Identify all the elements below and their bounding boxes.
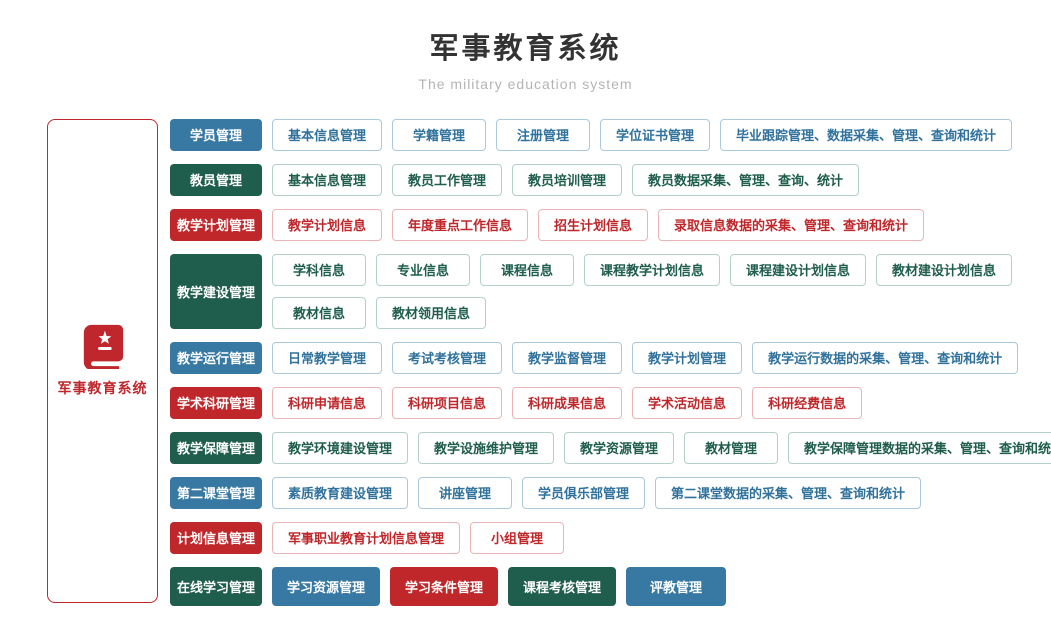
- module-item-button[interactable]: 基本信息管理: [272, 118, 383, 151]
- category-row: 教学建设管理学科信息专业信息课程信息课程教学计划信息课程建设计划信息教材建设计划…: [170, 253, 1051, 329]
- category-button[interactable]: 计划信息管理: [170, 521, 262, 554]
- module-item-button[interactable]: 素质教育建设管理: [272, 476, 409, 509]
- category-item-lines: 基本信息管理学籍管理注册管理学位证书管理毕业跟踪管理、数据采集、管理、查询和统计: [272, 118, 1013, 151]
- module-item-button[interactable]: 讲座管理: [418, 476, 513, 509]
- category-item-lines: 学科信息专业信息课程信息课程教学计划信息课程建设计划信息教材建设计划信息教材信息…: [272, 253, 1013, 329]
- module-item-button[interactable]: 教材信息: [272, 296, 366, 329]
- module-item-button[interactable]: 军事职业教育计划信息管理: [272, 521, 461, 554]
- category-row: 计划信息管理军事职业教育计划信息管理小组管理: [170, 521, 1051, 554]
- item-line: 学科信息专业信息课程信息课程教学计划信息课程建设计划信息教材建设计划信息: [272, 253, 1013, 286]
- module-item-button[interactable]: 基本信息管理: [272, 163, 383, 196]
- category-item-lines: 教学计划信息年度重点工作信息招生计划信息录取信息数据的采集、管理、查询和统计: [272, 208, 925, 241]
- item-line: 教学环境建设管理教学设施维护管理教学资源管理教材管理教学保障管理数据的采集、管理…: [272, 431, 1051, 464]
- module-item-button[interactable]: 评教管理: [626, 566, 727, 606]
- book-star-icon: [83, 325, 123, 370]
- module-item-button[interactable]: 学位证书管理: [600, 118, 711, 151]
- module-item-button[interactable]: 教学监督管理: [512, 341, 623, 374]
- category-button[interactable]: 教学运行管理: [170, 341, 262, 374]
- module-item-button[interactable]: 考试考核管理: [392, 341, 503, 374]
- module-item-button[interactable]: 课程信息: [480, 253, 574, 286]
- module-item-button[interactable]: 教学资源管理: [564, 431, 675, 464]
- module-item-button[interactable]: 注册管理: [496, 118, 591, 151]
- category-row: 教学保障管理教学环境建设管理教学设施维护管理教学资源管理教材管理教学保障管理数据…: [170, 431, 1051, 464]
- category-row: 教学运行管理日常教学管理考试考核管理教学监督管理教学计划管理教学运行数据的采集、…: [170, 341, 1051, 374]
- category-row: 学员管理基本信息管理学籍管理注册管理学位证书管理毕业跟踪管理、数据采集、管理、查…: [170, 118, 1051, 151]
- category-item-lines: 教学环境建设管理教学设施维护管理教学资源管理教材管理教学保障管理数据的采集、管理…: [272, 431, 1051, 464]
- module-item-button[interactable]: 教材管理: [684, 431, 779, 464]
- category-button[interactable]: 教员管理: [170, 163, 262, 196]
- item-line: 基本信息管理教员工作管理教员培训管理教员数据采集、管理、查询、统计: [272, 163, 860, 196]
- item-line: 军事职业教育计划信息管理小组管理: [272, 521, 565, 554]
- module-item-button[interactable]: 教学设施维护管理: [418, 431, 555, 464]
- module-item-button[interactable]: 毕业跟踪管理、数据采集、管理、查询和统计: [720, 118, 1013, 151]
- module-item-button[interactable]: 招生计划信息: [538, 208, 649, 241]
- category-row: 第二课堂管理素质教育建设管理讲座管理学员俱乐部管理第二课堂数据的采集、管理、查询…: [170, 476, 1051, 509]
- module-item-button[interactable]: 教学计划管理: [632, 341, 743, 374]
- module-item-button[interactable]: 录取信息数据的采集、管理、查询和统计: [658, 208, 925, 241]
- category-item-lines: 基本信息管理教员工作管理教员培训管理教员数据采集、管理、查询、统计: [272, 163, 860, 196]
- diagram-area: 军事教育系统 学员管理基本信息管理学籍管理注册管理学位证书管理毕业跟踪管理、数据…: [47, 118, 1051, 606]
- category-item-lines: 科研申请信息科研项目信息科研成果信息学术活动信息科研经费信息: [272, 386, 863, 419]
- module-item-button[interactable]: 教材领用信息: [376, 296, 487, 329]
- module-item-button[interactable]: 科研项目信息: [392, 386, 503, 419]
- module-item-button[interactable]: 学员俱乐部管理: [522, 476, 646, 509]
- module-item-button[interactable]: 学习资源管理: [272, 566, 381, 606]
- category-button[interactable]: 第二课堂管理: [170, 476, 262, 509]
- root-system-card: 军事教育系统: [47, 118, 158, 603]
- module-item-button[interactable]: 小组管理: [470, 521, 565, 554]
- category-rows: 学员管理基本信息管理学籍管理注册管理学位证书管理毕业跟踪管理、数据采集、管理、查…: [170, 118, 1051, 606]
- item-line: 科研申请信息科研项目信息科研成果信息学术活动信息科研经费信息: [272, 386, 863, 419]
- item-line: 素质教育建设管理讲座管理学员俱乐部管理第二课堂数据的采集、管理、查询和统计: [272, 476, 922, 509]
- module-item-button[interactable]: 教学保障管理数据的采集、管理、查询和统计: [788, 431, 1051, 464]
- category-item-lines: 素质教育建设管理讲座管理学员俱乐部管理第二课堂数据的采集、管理、查询和统计: [272, 476, 922, 509]
- category-row: 在线学习管理学习资源管理学习条件管理课程考核管理评教管理: [170, 566, 1051, 606]
- module-item-button[interactable]: 学习条件管理: [390, 566, 499, 606]
- module-item-button[interactable]: 教员数据采集、管理、查询、统计: [632, 163, 860, 196]
- category-row: 学术科研管理科研申请信息科研项目信息科研成果信息学术活动信息科研经费信息: [170, 386, 1051, 419]
- module-item-button[interactable]: 课程教学计划信息: [584, 253, 721, 286]
- module-item-button[interactable]: 教学运行数据的采集、管理、查询和统计: [752, 341, 1019, 374]
- category-button[interactable]: 教学建设管理: [170, 253, 262, 329]
- page-title: 军事教育系统: [429, 33, 622, 65]
- module-item-button[interactable]: 科研成果信息: [512, 386, 623, 419]
- category-item-lines: 日常教学管理考试考核管理教学监督管理教学计划管理教学运行数据的采集、管理、查询和…: [272, 341, 1019, 374]
- module-item-button[interactable]: 科研申请信息: [272, 386, 383, 419]
- category-button[interactable]: 学员管理: [170, 118, 262, 151]
- category-button[interactable]: 在线学习管理: [170, 566, 262, 606]
- category-row: 教学计划管理教学计划信息年度重点工作信息招生计划信息录取信息数据的采集、管理、查…: [170, 208, 1051, 241]
- module-item-button[interactable]: 学科信息: [272, 253, 366, 286]
- item-line: 教学计划信息年度重点工作信息招生计划信息录取信息数据的采集、管理、查询和统计: [272, 208, 925, 241]
- module-item-button[interactable]: 学籍管理: [392, 118, 487, 151]
- category-button[interactable]: 学术科研管理: [170, 386, 262, 419]
- module-item-button[interactable]: 课程建设计划信息: [730, 253, 867, 286]
- category-button[interactable]: 教学保障管理: [170, 431, 262, 464]
- module-item-button[interactable]: 教员工作管理: [392, 163, 503, 196]
- item-line: 学习资源管理学习条件管理课程考核管理评教管理: [272, 566, 727, 606]
- module-item-button[interactable]: 日常教学管理: [272, 341, 383, 374]
- page-header: 军事教育系统 The military education system: [0, 0, 1051, 92]
- category-row: 教员管理基本信息管理教员工作管理教员培训管理教员数据采集、管理、查询、统计: [170, 163, 1051, 196]
- root-system-label: 军事教育系统: [57, 380, 148, 397]
- category-item-lines: 军事职业教育计划信息管理小组管理: [272, 521, 565, 554]
- module-item-button[interactable]: 学术活动信息: [632, 386, 743, 419]
- category-button[interactable]: 教学计划管理: [170, 208, 262, 241]
- module-item-button[interactable]: 教学环境建设管理: [272, 431, 409, 464]
- module-item-button[interactable]: 第二课堂数据的采集、管理、查询和统计: [655, 476, 922, 509]
- item-line: 基本信息管理学籍管理注册管理学位证书管理毕业跟踪管理、数据采集、管理、查询和统计: [272, 118, 1013, 151]
- module-item-button[interactable]: 教材建设计划信息: [876, 253, 1013, 286]
- item-line: 教材信息教材领用信息: [272, 296, 1012, 329]
- module-item-button[interactable]: 专业信息: [376, 253, 470, 286]
- module-item-button[interactable]: 科研经费信息: [752, 386, 863, 419]
- item-line: 日常教学管理考试考核管理教学监督管理教学计划管理教学运行数据的采集、管理、查询和…: [272, 341, 1019, 374]
- module-item-button[interactable]: 教学计划信息: [272, 208, 383, 241]
- page-subtitle: The military education system: [418, 75, 633, 92]
- module-item-button[interactable]: 课程考核管理: [508, 566, 617, 606]
- category-item-lines: 学习资源管理学习条件管理课程考核管理评教管理: [272, 566, 727, 606]
- module-item-button[interactable]: 教员培训管理: [512, 163, 623, 196]
- module-item-button[interactable]: 年度重点工作信息: [392, 208, 529, 241]
